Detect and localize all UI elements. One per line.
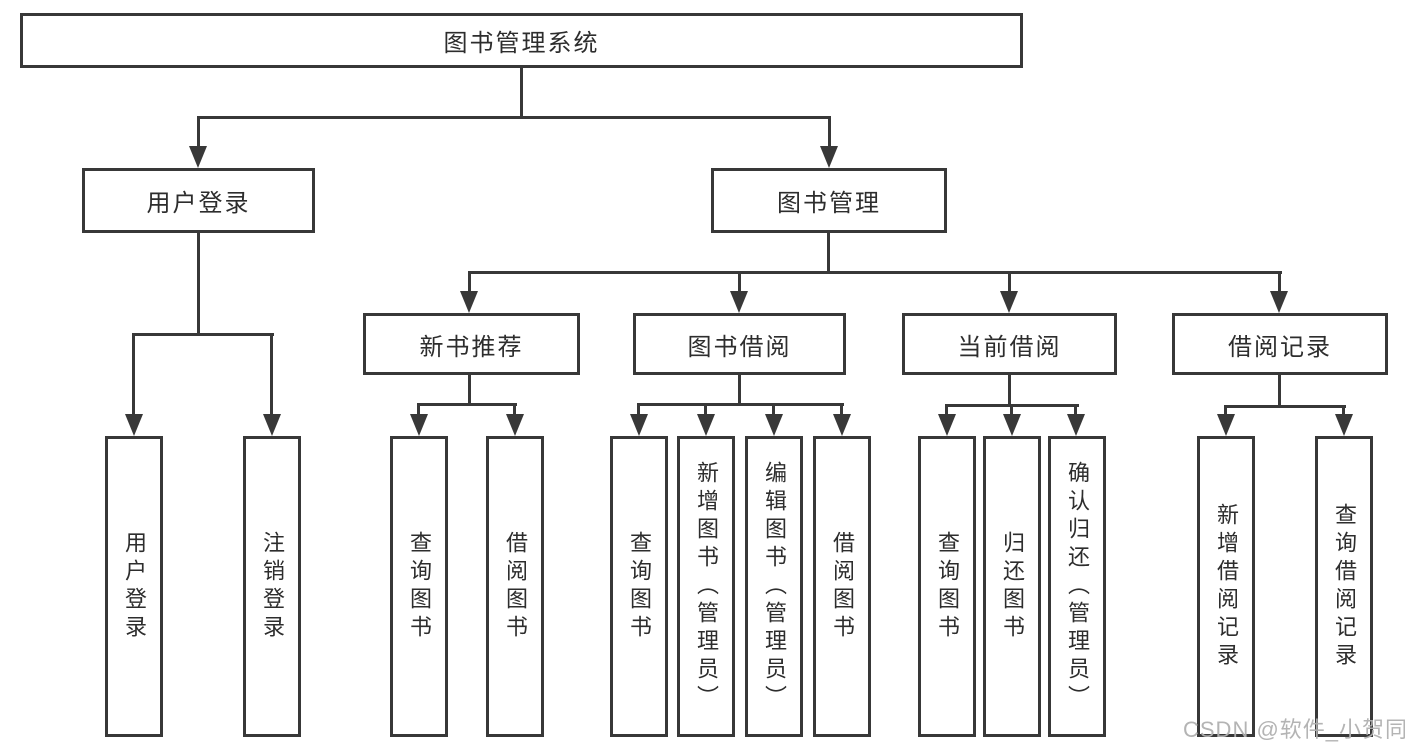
connector-line (738, 271, 741, 293)
arrow-down-icon (263, 414, 281, 436)
connector-line (637, 403, 844, 406)
connector-line (417, 403, 420, 416)
arrow-down-icon (1335, 414, 1353, 436)
connector-line (1278, 271, 1281, 293)
arrow-down-icon (820, 146, 838, 168)
connector-line (197, 116, 831, 119)
node-label: 借阅记录 (1228, 333, 1332, 361)
arrow-down-icon (410, 414, 428, 436)
connector-line (772, 403, 775, 416)
node-label: 查询借阅记录 (1332, 502, 1357, 671)
leaf-add-book-admin: 新增图书（管理员） (677, 436, 735, 737)
node-label: 用户登录 (146, 190, 251, 217)
connector-line (520, 68, 523, 118)
csdn-watermark: CSDN @软件_小贺同学 (1183, 717, 1405, 742)
connector-line (637, 403, 640, 416)
node-label: 图书管理系统 (443, 30, 600, 57)
connector-line (197, 116, 200, 148)
connector-line (1224, 405, 1346, 408)
arrow-down-icon (1000, 291, 1018, 313)
connector-line (132, 333, 135, 417)
arrow-down-icon (125, 414, 143, 436)
arrow-down-icon (730, 291, 748, 313)
arrow-down-icon (1270, 291, 1288, 313)
node-borrowing-records: 借阅记录 (1172, 313, 1388, 375)
leaf-confirm-return-admin: 确认归还（管理员） (1048, 436, 1106, 737)
connector-line (468, 271, 1282, 274)
node-label: 编辑图书（管理员） (762, 460, 787, 713)
connector-line (1008, 375, 1011, 407)
node-current-borrowing: 当前借阅 (902, 313, 1117, 375)
arrow-down-icon (189, 146, 207, 168)
arrow-down-icon (506, 414, 524, 436)
leaf-add-borrow-record: 新增借阅记录 (1197, 436, 1255, 737)
connector-line (704, 403, 707, 416)
connector-line (1224, 405, 1227, 416)
leaf-query-books-recommend: 查询图书 (390, 436, 448, 737)
connector-line (197, 233, 200, 336)
node-label: 注销登录 (260, 530, 285, 643)
node-label: 新增借阅记录 (1214, 502, 1239, 671)
connector-line (1342, 405, 1345, 416)
arrow-down-icon (833, 414, 851, 436)
node-book-borrowing: 图书借阅 (633, 313, 846, 375)
connector-line (417, 403, 517, 406)
node-label: 借阅图书 (830, 530, 855, 643)
connector-line (945, 404, 948, 416)
node-label: 查询图书 (407, 530, 432, 643)
leaf-logout: 注销登录 (243, 436, 301, 737)
connector-line (840, 403, 843, 416)
connector-line (132, 333, 274, 336)
node-label: 图书管理 (777, 190, 881, 217)
arrow-down-icon (630, 414, 648, 436)
arrow-down-icon (1003, 414, 1021, 436)
connector-line (513, 403, 516, 416)
node-label: 借阅图书 (503, 530, 528, 643)
node-label: 当前借阅 (957, 333, 1062, 361)
arrow-down-icon (1067, 414, 1085, 436)
connector-line (468, 271, 471, 293)
connector-line (1008, 271, 1011, 293)
node-label: 查询图书 (935, 530, 960, 643)
leaf-query-books-current: 查询图书 (918, 436, 976, 737)
arrow-down-icon (460, 291, 478, 313)
arrow-down-icon (938, 414, 956, 436)
node-new-book-recommend: 新书推荐 (363, 313, 580, 375)
arrow-down-icon (697, 414, 715, 436)
node-book-management: 图书管理 (711, 168, 947, 233)
arrow-down-icon (1217, 414, 1235, 436)
leaf-borrow-books-recommend: 借阅图书 (486, 436, 544, 737)
node-label: 查询图书 (627, 530, 652, 643)
node-label: 归还图书 (1000, 530, 1025, 643)
node-label: 新增图书（管理员） (694, 460, 719, 713)
connector-line (270, 333, 273, 417)
connector-line (1010, 404, 1013, 416)
node-label: 新书推荐 (419, 333, 524, 361)
node-label: 用户登录 (122, 530, 147, 643)
node-user-login: 用户登录 (82, 168, 315, 233)
connector-line (827, 233, 830, 274)
node-label: 图书借阅 (687, 333, 792, 361)
leaf-edit-book-admin: 编辑图书（管理员） (745, 436, 803, 737)
arrow-down-icon (765, 414, 783, 436)
connector-line (1074, 404, 1077, 416)
connector-line (1278, 375, 1281, 408)
connector-line (468, 375, 471, 406)
leaf-query-borrow-record: 查询借阅记录 (1315, 436, 1373, 737)
leaf-return-book: 归还图书 (983, 436, 1041, 737)
connector-line (738, 375, 741, 406)
leaf-borrow-books: 借阅图书 (813, 436, 871, 737)
node-label: 确认归还（管理员） (1065, 460, 1090, 713)
node-library-system: 图书管理系统 (20, 13, 1023, 68)
leaf-user-login: 用户登录 (105, 436, 163, 737)
leaf-query-books-borrow: 查询图书 (610, 436, 668, 737)
connector-line (828, 116, 831, 148)
